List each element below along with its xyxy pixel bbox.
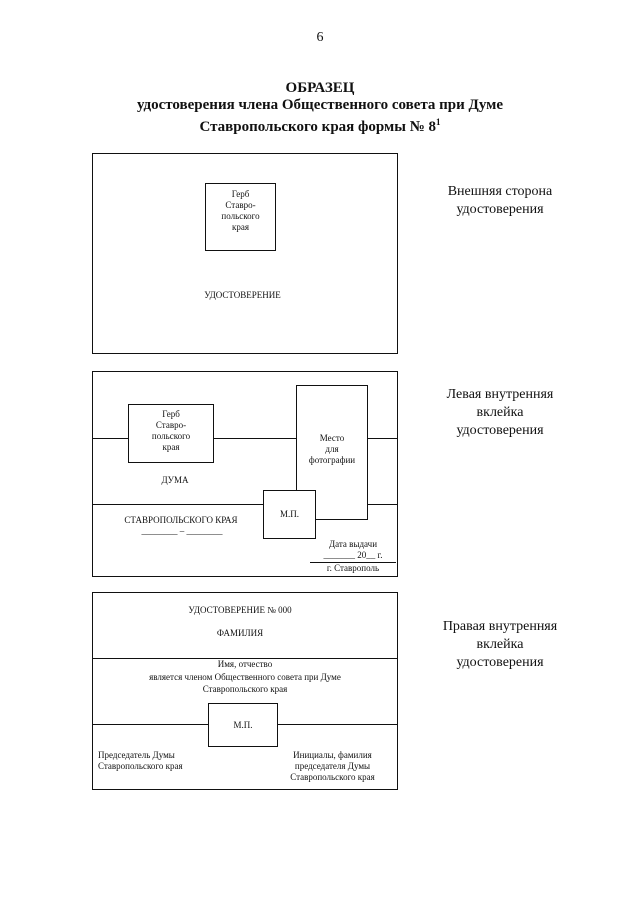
outer-emblem-box: Герб Ставро- польского края [205,183,276,251]
emblem-line: польского [221,211,260,221]
side-label-line: Правая внутренняя [442,619,558,634]
chair-left-line: Ставропольского края [98,761,183,771]
stamp-box: М.П. [263,490,316,539]
duma-label: ДУМА [161,475,189,485]
side-label-line: вклейка [476,405,524,420]
emblem-line: Ставро- [225,200,256,210]
outer-side-label: Внешняя сторона удостоверения [420,183,580,219]
side-label-line: удостоверения [456,202,544,217]
divider-line [92,504,398,505]
side-label-line: Внешняя сторона [447,184,553,199]
emblem-line: Ставро- [155,420,187,430]
left-side-label: Левая внутренняя вклейка удостоверения [420,386,580,440]
divider-line [92,438,398,439]
issue-date-label: Дата выдачи [328,539,378,549]
emblem-line: Герб [162,409,180,419]
left-emblem-box: Герб Ставро- польского края [128,404,214,463]
emblem-line: края [231,222,249,232]
serial-dashes: ________ – ________ [141,526,223,536]
divider-line [92,658,398,659]
chair-left-line: Председатель Думы [98,750,175,760]
footnote-mark: 1 [436,117,441,127]
issue-date-line: _______ 20__ г. [323,550,383,560]
surname-field: ФАМИЛИЯ [216,628,264,638]
chair-right-line: Инициалы, фамилия [293,750,372,760]
page-title: ОБРАЗЕЦ [285,80,355,96]
chair-right-line: председателя Думы [294,761,371,771]
emblem-line: края [162,442,180,452]
photo-line: Место [319,433,345,443]
stamp-box: М.П. [208,703,278,747]
emblem-line: Герб [231,189,250,199]
side-label-line: удостоверения [456,655,544,670]
chair-right-line: Ставропольского края [290,772,375,782]
issue-city: г. Ставрополь [326,563,380,573]
certificate-number: УДОСТОВЕРЕНИЕ № 000 [188,605,292,615]
page-subtitle-line-2: Ставропольского края формы № 81 [100,114,540,136]
signature-rule [310,562,396,563]
page-number: 6 [316,30,324,45]
side-label-line: Левая внутренняя [446,387,554,402]
right-inner-card [92,592,398,790]
page-subtitle-line-1: удостоверения члена Общественного совета… [136,97,504,113]
chair-left-block: Председатель Думы Ставропольского края [98,750,218,772]
right-side-label: Правая внутренняя вклейка удостоверения [420,618,580,672]
chair-right-block: Инициалы, фамилия председателя Думы Став… [280,750,385,783]
side-label-line: удостоверения [456,423,544,438]
region-label: СТАВРОПОЛЬСКОГО КРАЯ [124,515,238,525]
side-label-line: вклейка [476,637,524,652]
member-line-2: Ставропольского края [202,684,288,694]
photo-line: для [325,444,339,454]
photo-line: фотографии [308,455,356,465]
emblem-line: польского [151,431,191,441]
subtitle-text: Ставропольского края формы № 8 [199,119,437,135]
outer-caption: УДОСТОВЕРЕНИЕ [204,290,281,300]
member-line-1: является членом Общественного совета при… [149,672,341,682]
name-field: Имя, отчество [217,659,273,669]
